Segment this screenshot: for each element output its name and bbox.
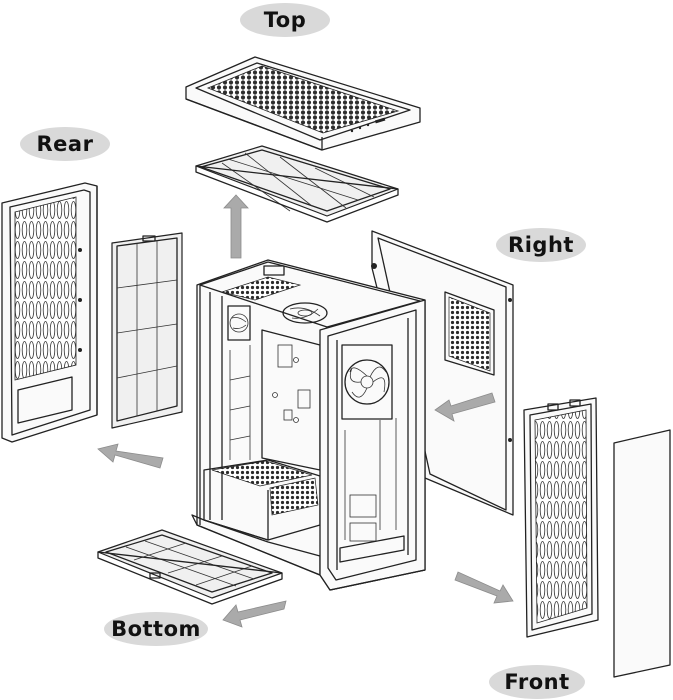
- label-front-text: Front: [504, 670, 569, 694]
- label-rear-text: Rear: [37, 132, 94, 156]
- arrow-top-up: [223, 194, 249, 259]
- rear-panel: [1, 182, 98, 443]
- label-right-text: Right: [508, 233, 574, 257]
- front-fan-icon: [341, 344, 393, 420]
- top-panel-io-dots: [350, 117, 386, 133]
- label-front: Front: [489, 665, 585, 699]
- top-dust-filter: [195, 145, 399, 223]
- bottom-dust-filter: [97, 529, 283, 605]
- rear-dust-filter: [111, 232, 183, 429]
- arrow-front-right: [454, 571, 514, 604]
- arrow-rear-left: [97, 443, 164, 469]
- front-glass-panel: [613, 429, 671, 678]
- label-top-text: Top: [264, 8, 307, 32]
- top-fan-icon: [282, 302, 328, 324]
- label-bottom-text: Bottom: [111, 617, 201, 641]
- front-mesh-panel: [523, 397, 599, 638]
- top-panel: [185, 56, 421, 151]
- rear-fan-icon: [227, 305, 251, 341]
- label-bottom: Bottom: [104, 612, 208, 646]
- case-chassis: [191, 259, 426, 591]
- arrow-bottom-left: [222, 600, 287, 628]
- label-right: Right: [496, 228, 586, 262]
- label-rear: Rear: [20, 127, 110, 161]
- arrow-right-left: [434, 392, 496, 422]
- label-top: Top: [240, 3, 330, 37]
